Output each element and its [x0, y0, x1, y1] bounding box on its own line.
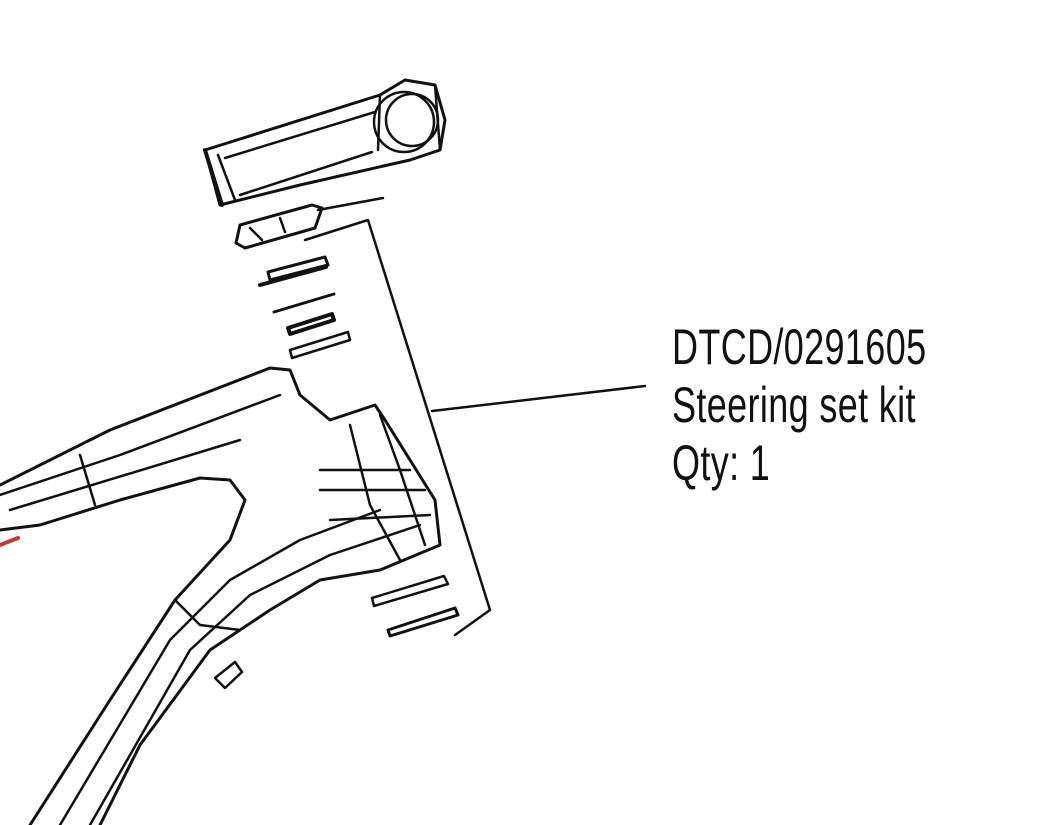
- top-cover-drawing: [234, 203, 324, 250]
- callout-bracket: [303, 196, 647, 637]
- headset-parts-drawing: [258, 255, 460, 638]
- part-description-label: Steering set kit: [672, 377, 916, 433]
- stem-drawing: [203, 78, 447, 207]
- quantity-label: Qty: 1: [672, 435, 771, 491]
- frame-drawing: [0, 366, 442, 825]
- part-number-label: DTCD/0291605: [672, 319, 927, 375]
